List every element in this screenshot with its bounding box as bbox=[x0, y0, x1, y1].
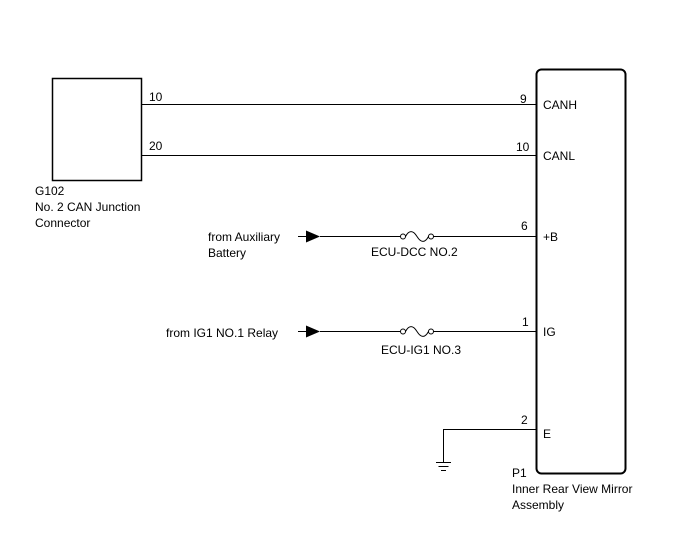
junction-pin-20: 20 bbox=[149, 139, 163, 153]
terminal-pin-1: 1 bbox=[522, 315, 529, 329]
terminal-pin-2: 2 bbox=[521, 413, 528, 427]
mirror-assembly-name-line2: Assembly bbox=[512, 498, 564, 512]
junction-connector-name-line1: No. 2 CAN Junction bbox=[35, 200, 140, 214]
source-aux-battery-line2: Battery bbox=[208, 246, 246, 260]
terminal-label-b: +B bbox=[543, 230, 558, 244]
ig-input-arrow-icon bbox=[306, 325, 320, 338]
junction-connector-code: G102 bbox=[35, 184, 65, 198]
terminal-pin-10: 10 bbox=[516, 140, 530, 154]
mirror-assembly-name-line1: Inner Rear View Mirror bbox=[512, 482, 632, 496]
fuse-ig1-terminal-right bbox=[428, 328, 434, 335]
source-aux-battery-line1: from Auxiliary bbox=[208, 230, 280, 244]
canl-circuit: 10 CANL bbox=[142, 140, 575, 163]
battery-input-arrow-icon bbox=[306, 230, 320, 243]
fuse-ig1-terminal-left bbox=[400, 328, 406, 335]
ground-circuit: 2 E bbox=[436, 413, 551, 471]
source-ig1-relay: from IG1 NO.1 Relay bbox=[166, 326, 278, 340]
junction-connector: G102 No. 2 CAN Junction Connector 10 20 bbox=[35, 77, 163, 230]
ground-icon bbox=[436, 462, 451, 471]
fuse-ig1-icon bbox=[405, 326, 429, 337]
battery-circuit: from Auxiliary Battery ECU-DCC NO.2 6 +B bbox=[208, 219, 558, 260]
junction-connector-name-line2: Connector bbox=[35, 216, 90, 230]
ig-circuit: from IG1 NO.1 Relay ECU-IG1 NO.3 1 IG bbox=[166, 315, 556, 357]
mirror-assembly: P1 Inner Rear View Mirror Assembly bbox=[512, 68, 632, 512]
mirror-assembly-code: P1 bbox=[512, 466, 527, 480]
fuse-dcc-terminal-right bbox=[428, 233, 434, 240]
junction-connector-body bbox=[51, 77, 143, 182]
terminal-label-canl: CANL bbox=[543, 149, 575, 163]
canh-circuit: 9 CANH bbox=[142, 92, 577, 112]
fuse-ig1-label: ECU-IG1 NO.3 bbox=[381, 343, 461, 357]
fuse-dcc-label: ECU-DCC NO.2 bbox=[371, 245, 458, 259]
terminal-label-e: E bbox=[543, 427, 551, 441]
terminal-label-ig: IG bbox=[543, 325, 556, 339]
junction-pin-10: 10 bbox=[149, 90, 163, 104]
ground-wire bbox=[443, 429, 537, 462]
terminal-pin-9: 9 bbox=[520, 92, 527, 106]
mirror-assembly-body bbox=[535, 68, 627, 475]
fuse-dcc-icon bbox=[405, 231, 429, 242]
terminal-pin-6: 6 bbox=[521, 219, 528, 233]
fuse-dcc-terminal-left bbox=[400, 233, 406, 240]
terminal-label-canh: CANH bbox=[543, 98, 577, 112]
